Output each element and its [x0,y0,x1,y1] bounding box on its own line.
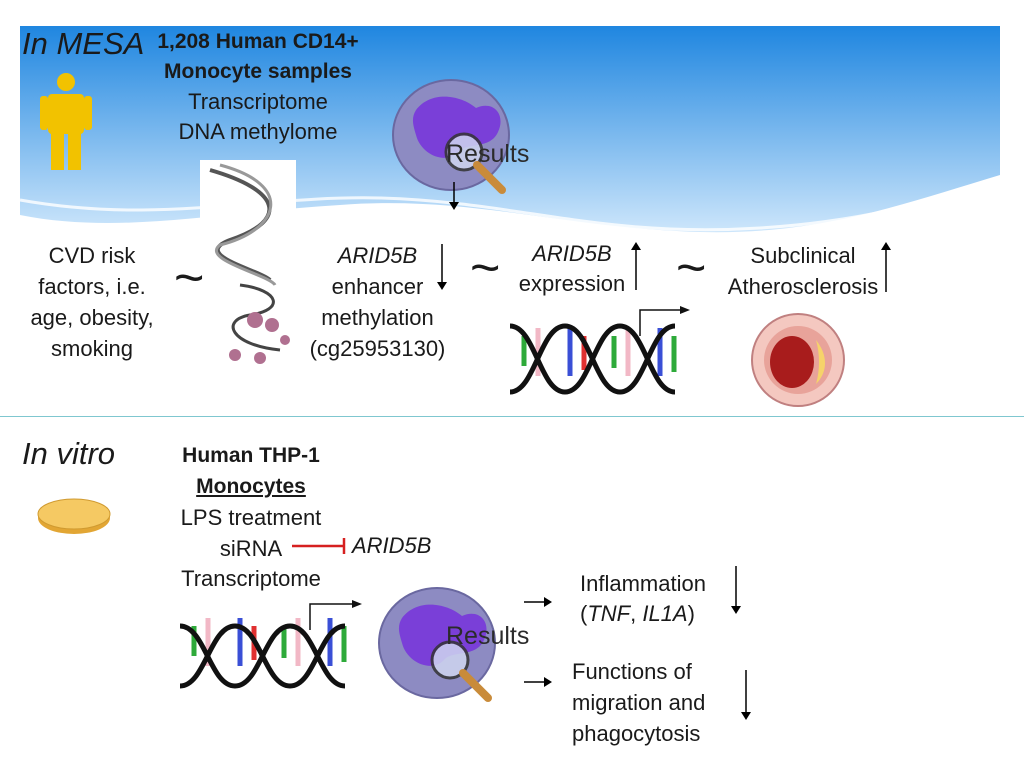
paren-open: ( [580,601,588,626]
risk-factors-line1: CVD risk [48,243,136,268]
arrow-to-functions [524,677,552,687]
risk-factors-line3: age, obesity, [30,305,154,330]
petri-dish-icon [37,498,111,534]
person-icon [40,73,92,170]
methylation-line3: (cg25953130) [309,336,446,361]
methylation-gene: ARID5B [337,243,418,268]
omics-methylome: DNA methylome [178,119,338,144]
sirna-label: siRNA [219,536,283,561]
expression-gene: ARID5B [532,241,612,266]
chromatin-illustration [200,160,296,370]
association-tilde-2: ~ [470,239,501,297]
outcome-line2: Atherosclerosis [727,274,879,299]
expression-label: expression [518,271,626,296]
functions-line1: Functions of [572,659,692,684]
inflammation-genes: (TNF, IL1A) [580,598,695,629]
association-tilde-3: ~ [676,239,707,297]
gene-separator: , [630,601,643,626]
expression-increase-arrow [631,242,641,290]
arrow-to-inflammation [524,597,552,607]
inflammation-decrease-arrow [731,566,741,614]
functions-line2: migration and [572,690,706,715]
dna-helix-icon [509,306,690,395]
monocyte-cell-icon [392,79,510,194]
arrow-down-from-cell [449,182,459,210]
artery-cross-section-icon [751,313,845,407]
risk-factors-line2: factors, i.e. [38,274,146,299]
vitro-header: In vitro [22,436,116,471]
gene-tnf: TNF [587,601,631,626]
functions-line3: phagocytosis [572,721,701,746]
cells-line2: Monocytes [196,475,306,498]
sample-type: Monocyte samples [164,60,352,83]
cells-line1: Human THP-1 [182,444,320,467]
dna-helix-vitro-icon [179,600,362,689]
sample-count: 1,208 Human CD14+ [157,30,359,53]
omics-transcriptome: Transcriptome [188,89,328,114]
inflammation-label: Inflammation [580,571,706,596]
methylation-line2: methylation [321,305,434,330]
risk-factors-line4: smoking [51,336,133,361]
monocyte-cell-vitro-icon [378,587,496,702]
gene-il1a: IL1A [642,601,688,626]
paren-close: ) [687,601,695,626]
treatment-label: LPS treatment [180,505,322,530]
methylation-line1: enhancer [331,274,424,299]
functions-decrease-arrow [741,670,751,720]
outcome-line1: Subclinical [750,243,856,268]
methylation-decrease-arrow [437,244,447,290]
target-gene: ARID5B [352,533,432,558]
results-label-vitro: Results [446,622,530,650]
assay-label: Transcriptome [181,566,321,591]
association-tilde-1: ~ [174,249,205,307]
results-label-mesa: Results [446,140,530,168]
mesa-header: In MESA [22,26,145,61]
section-divider [0,416,1024,417]
atherosclerosis-increase-arrow [881,242,891,292]
inhibition-line [292,538,346,554]
